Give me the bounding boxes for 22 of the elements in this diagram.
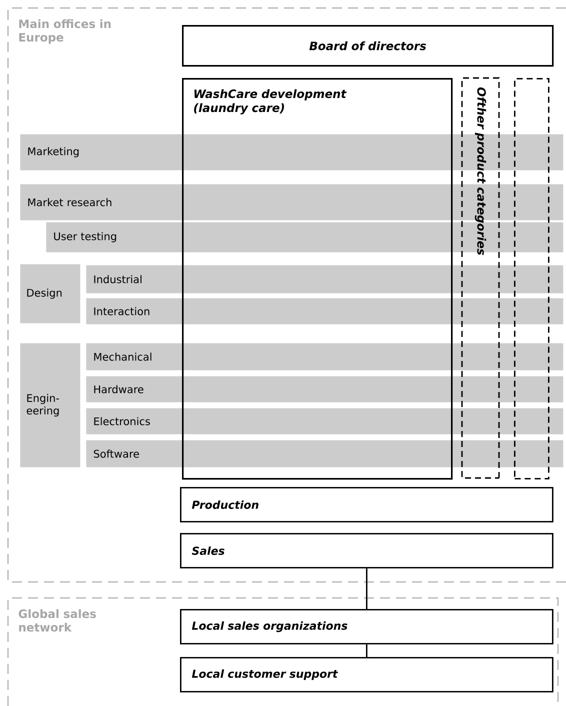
connector-line [366,644,368,657]
unit-box: Local sales organizations [180,609,554,644]
unit-box: Local customer support [180,657,554,692]
board-box: Board of directors [182,25,554,67]
department-band: Industrial [86,265,564,294]
region-heading: Global sales network [18,609,96,632]
region-heading: Main offices in Europe [19,19,111,44]
department-band: Interaction [86,298,564,324]
connector-line [366,568,368,609]
region-frame [8,598,558,706]
unit-box: Sales [180,533,554,568]
department-band: Software [86,440,564,468]
unit-box: Production [180,487,554,522]
group-block: Engin- eering [20,343,80,468]
department-band: Mechanical [86,343,564,370]
department-band: Electronics [86,408,564,434]
department-band: Hardware [86,376,564,402]
region-frame [8,8,566,582]
group-block: Design [20,264,80,324]
category-box [514,78,550,480]
department-box: WashCare development (laundry care) [182,78,453,480]
category-box: Ofther product categories [461,77,500,479]
